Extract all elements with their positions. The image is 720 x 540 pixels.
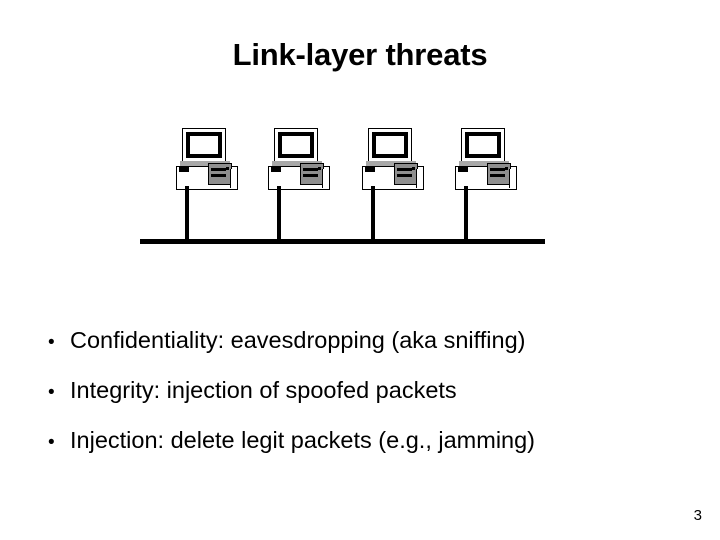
drop-line-4 <box>464 186 468 241</box>
computer-node-2 <box>268 128 330 190</box>
drive-bay-icon <box>487 163 511 185</box>
monitor-screen <box>282 136 310 154</box>
drive-bay-icon <box>394 163 418 185</box>
drive-slot <box>397 168 412 171</box>
monitor-screen <box>190 136 218 154</box>
drive-bay-icon <box>208 163 232 185</box>
drop-line-1 <box>185 186 189 241</box>
monitor-icon <box>274 128 318 164</box>
bullet-marker-icon: • <box>48 382 55 403</box>
chassis-side-panel <box>416 169 423 188</box>
page-number: 3 <box>693 507 702 524</box>
bullet-list: • Confidentiality: eavesdropping (aka sn… <box>44 326 684 476</box>
bullet-marker-icon: • <box>48 332 55 353</box>
drive-slot <box>490 174 505 177</box>
drive-slot <box>490 168 505 171</box>
drop-line-3 <box>371 186 375 241</box>
bullet-text-integrity: Integrity: injection of spoofed packets <box>70 377 457 403</box>
chassis-tab <box>458 167 468 172</box>
computer-chassis-icon <box>176 163 238 190</box>
chassis-side-panel <box>322 169 329 188</box>
chassis-side-panel <box>509 169 516 188</box>
power-led-icon <box>226 167 229 170</box>
bullet-text-injection: Injection: delete legit packets (e.g., j… <box>70 427 536 453</box>
power-led-icon <box>318 167 321 170</box>
monitor-screen <box>469 136 497 154</box>
chassis-tab <box>271 167 281 172</box>
drive-slot <box>211 174 226 177</box>
drive-slot <box>211 168 226 171</box>
computer-chassis-icon <box>362 163 424 190</box>
monitor-bezel <box>278 132 314 158</box>
shared-bus-line <box>140 239 545 244</box>
computer-node-3 <box>362 128 424 190</box>
monitor-bezel <box>186 132 222 158</box>
chassis-tab <box>179 167 189 172</box>
power-led-icon <box>505 167 508 170</box>
monitor-screen <box>376 136 404 154</box>
bullet-text-confidentiality: Confidentiality: eavesdropping (aka snif… <box>70 327 526 353</box>
page-title: Link-layer threats <box>232 37 488 72</box>
power-led-icon <box>412 167 415 170</box>
drive-slot <box>303 168 318 171</box>
chassis-side-panel <box>230 169 237 188</box>
list-item: • Injection: delete legit packets (e.g.,… <box>44 426 684 457</box>
list-item: • Integrity: injection of spoofed packet… <box>44 376 684 407</box>
drop-line-2 <box>277 186 281 241</box>
drive-bay-icon <box>300 163 324 185</box>
monitor-icon <box>368 128 412 164</box>
monitor-icon <box>182 128 226 164</box>
computer-node-4 <box>455 128 517 190</box>
monitor-bezel <box>465 132 501 158</box>
computer-chassis-icon <box>455 163 517 190</box>
list-item: • Confidentiality: eavesdropping (aka sn… <box>44 326 684 357</box>
drive-slot <box>397 174 412 177</box>
drive-slot <box>303 174 318 177</box>
monitor-icon <box>461 128 505 164</box>
monitor-bezel <box>372 132 408 158</box>
network-diagram <box>130 128 550 250</box>
computer-chassis-icon <box>268 163 330 190</box>
computer-node-1 <box>176 128 238 190</box>
chassis-tab <box>365 167 375 172</box>
bullet-marker-icon: • <box>48 432 55 453</box>
